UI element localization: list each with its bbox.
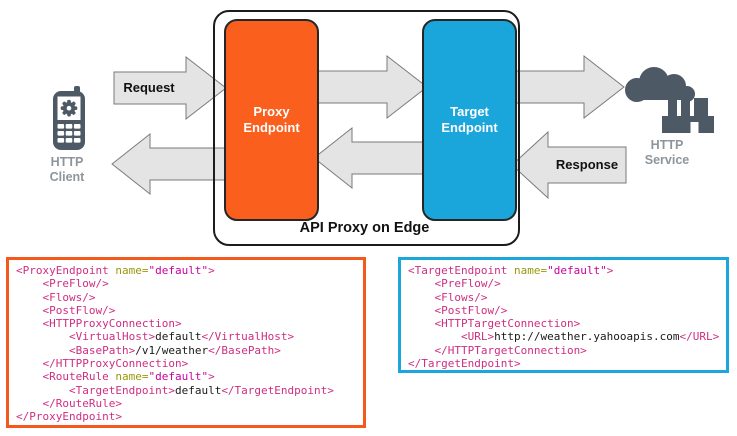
code-line: <TargetEndpoint>default</TargetEndpoint> [16, 383, 334, 397]
target-endpoint-label-line2: Endpoint [441, 120, 498, 135]
code-line: <RouteRule name="default"> [16, 370, 215, 384]
http-service-label-line1: HTTP [650, 138, 684, 152]
code-line: <Flows/> [408, 290, 488, 304]
code-line: </TargetEndpoint> [408, 357, 521, 371]
code-line: </HTTPProxyConnection> [16, 357, 189, 371]
arrows-layer [111, 54, 627, 200]
code-line: </RouteRule> [16, 396, 122, 410]
target-to-service-arrow [511, 54, 625, 120]
code-line: <HTTPTargetConnection> [408, 317, 581, 331]
code-line: <ProxyEndpoint name="default"> [16, 264, 215, 277]
code-line: <VirtualHost>default</VirtualHost> [16, 330, 295, 344]
code-line: </ProxyEndpoint> [16, 410, 122, 424]
request-arrow [113, 55, 227, 121]
response-arrow [511, 130, 627, 200]
target-endpoint-label-line1: Target [450, 104, 489, 119]
proxy-endpoint-label-line2: Endpoint [243, 120, 300, 135]
code-line: <HTTPProxyConnection> [16, 317, 182, 331]
code-line: <TargetEndpoint name="default"> [408, 264, 614, 277]
http-client-label: HTTP Client [30, 155, 104, 185]
code-line: <PreFlow/> [16, 277, 109, 291]
http-client-label-line1: HTTP [50, 155, 84, 169]
proxy-to-client-arrow [111, 132, 226, 196]
mobile-phone-icon [53, 86, 85, 150]
code-line: <URL>http://weather.yahooapis.com</URL> [408, 330, 720, 344]
target-to-proxy-arrow [313, 126, 428, 190]
code-line: <PreFlow/> [408, 277, 501, 291]
response-label: Response [555, 157, 619, 172]
api-proxy-container-label: API Proxy on Edge [299, 220, 430, 236]
proxy-to-target-arrow [314, 54, 428, 120]
code-line: <BasePath>/v1/weather</BasePath> [16, 343, 281, 357]
proxy-endpoint-box: Proxy Endpoint [224, 19, 319, 221]
code-line: <PostFlow/> [16, 303, 116, 317]
target-xml-code-box: <TargetEndpoint name="default"> <PreFlow… [398, 257, 729, 373]
http-client-label-line2: Client [49, 170, 85, 184]
code-line: <Flows/> [16, 290, 96, 304]
factory-cloud-icon [625, 67, 714, 133]
http-service-label-line2: Service [644, 153, 690, 167]
code-line: </HTTPTargetConnection> [408, 343, 587, 357]
request-label: Request [123, 80, 175, 95]
proxy-xml-code-box: <ProxyEndpoint name="default"> <PreFlow/… [6, 257, 366, 428]
target-endpoint-box: Target Endpoint [422, 19, 517, 221]
http-service-label: HTTP Service [630, 138, 704, 168]
code-line: <PostFlow/> [408, 303, 508, 317]
proxy-endpoint-label-line1: Proxy [253, 104, 290, 119]
